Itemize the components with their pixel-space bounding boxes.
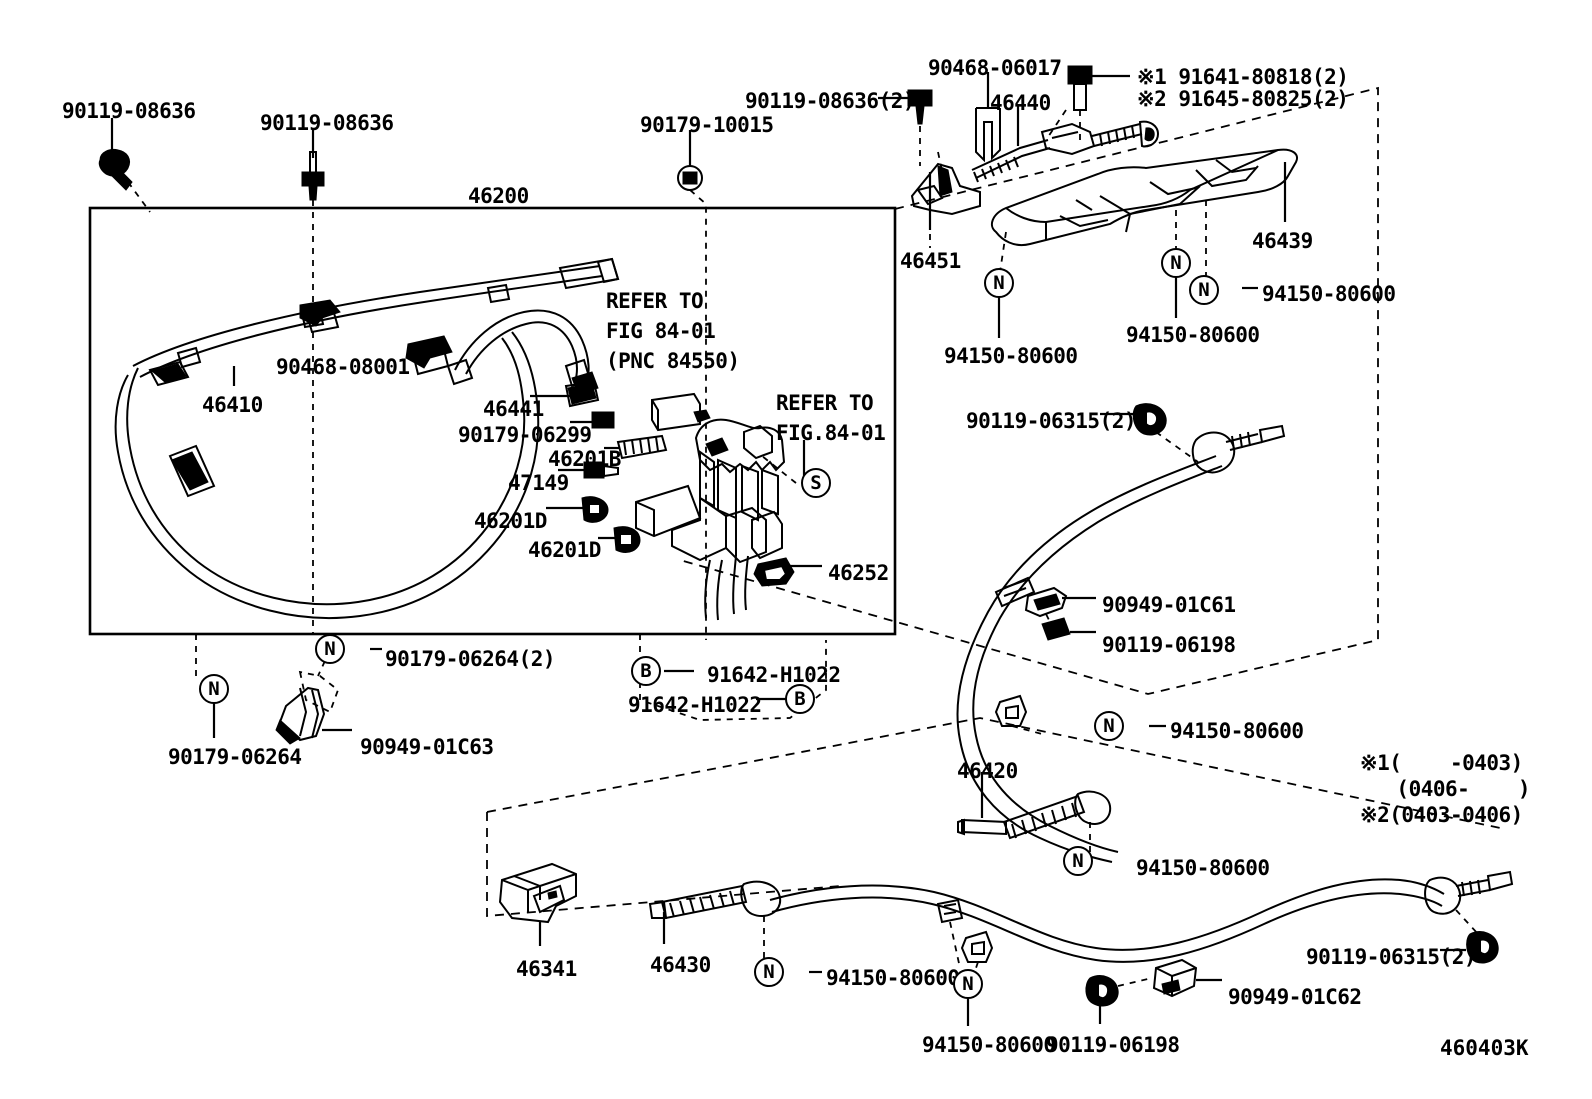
brake-lever-assembly-46200	[635, 418, 786, 621]
marker-letter: S	[810, 471, 822, 494]
part-90179-06264-qty2: 90179-06264(2)	[385, 647, 556, 671]
part-46420: 46420	[957, 759, 1018, 783]
cable-46430	[648, 870, 1514, 1024]
marker-letter: N	[962, 972, 974, 995]
part-glyph-46439	[990, 148, 1298, 278]
part-90119-08636-left: 90119-08636	[62, 99, 196, 123]
marker-letter: N	[1103, 714, 1115, 737]
part-90949-01C61: 90949-01C61	[1102, 593, 1236, 617]
part-94150-80600-e: 94150-80600	[1136, 856, 1270, 880]
fastener-90119-08636-qty2	[878, 89, 947, 191]
marker-letter: N	[1072, 849, 1084, 872]
part-46341: 46341	[516, 957, 577, 981]
marker-letter: N	[993, 271, 1005, 294]
fastener-glyphs-left-column	[530, 380, 668, 553]
part-90119-06198-lower: 90119-06198	[1046, 1033, 1180, 1057]
refer-to-fig-84-01-main: REFER TO FIG 84-01 (PNC 84550)	[606, 289, 740, 373]
part-46201B: 46201B	[548, 447, 621, 471]
part-90179-06299: 90179-06299	[458, 423, 592, 447]
part-46252: 46252	[828, 561, 889, 585]
refer-to-fig-84-01-secondary: REFER TO FIG.84-01	[776, 391, 886, 445]
part-47149: 47149	[508, 471, 569, 495]
marker-letter: N	[1198, 278, 1210, 301]
cable-46420	[956, 403, 1286, 863]
callout-region-91642	[639, 634, 827, 721]
marker-letter: N	[208, 677, 220, 700]
marker-n-1: N	[984, 268, 1014, 298]
part-91645-80825: ※2 91645-80825(2)	[1137, 87, 1349, 111]
marker-n-6: N	[1094, 711, 1124, 741]
part-90179-10015: 90179-10015	[640, 113, 774, 137]
part-glyph-90468-06017	[975, 72, 1001, 163]
part-glyph-84550	[651, 392, 711, 432]
marker-b-2: B	[785, 684, 815, 714]
marker-n-2: N	[1161, 248, 1191, 278]
part-46410: 46410	[202, 393, 263, 417]
fastener-90119-08636-left	[98, 118, 151, 213]
part-94150-80600-b: 94150-80600	[1126, 323, 1260, 347]
part-46201D-b: 46201D	[528, 538, 601, 562]
part-90179-06264: 90179-06264	[168, 745, 302, 769]
part-94150-80600-g: 94150-80600	[922, 1033, 1056, 1057]
exploded-callout-region-upper	[679, 86, 1379, 695]
part-90119-08636-mid: 90119-08636	[260, 111, 394, 135]
marker-n-8: N	[754, 957, 784, 987]
leader-lines	[212, 276, 1258, 1026]
marker-n-9: N	[953, 969, 983, 999]
part-91642-H1022-b: 91642-H1022	[628, 693, 762, 717]
part-94150-80600-f: 94150-80600	[826, 966, 960, 990]
cable-46410	[114, 257, 620, 619]
part-glyph-46440	[971, 104, 1160, 183]
part-46441: 46441	[483, 397, 544, 421]
part-94150-80600-a: 94150-80600	[1262, 282, 1396, 306]
part-90949-01C62: 90949-01C62	[1228, 985, 1362, 1009]
part-glyph-46451	[910, 162, 981, 248]
part-90119-06315-lower: 90119-06315(2)	[1306, 945, 1477, 969]
part-46439: 46439	[1252, 229, 1313, 253]
fastener-90179-10015	[677, 130, 707, 640]
marker-letter: B	[794, 687, 806, 710]
marker-n-7: N	[1063, 846, 1093, 876]
part-91641-80818: ※1 91641-80818(2)	[1137, 65, 1349, 89]
part-90119-08636-qty2: 90119-08636(2)	[745, 89, 916, 113]
note-mark1-line2: (0406- )	[1360, 777, 1531, 801]
exploded-callout-region-lower	[486, 717, 1501, 917]
part-90119-06198-upper: 90119-06198	[1102, 633, 1236, 657]
marker-n-4: N	[199, 674, 229, 704]
part-46430: 46430	[650, 953, 711, 977]
part-94150-80600-d: 94150-80600	[1170, 719, 1304, 743]
note-mark2-line1: ※2(0403-0406)	[1360, 803, 1523, 827]
part-glyph-90949-01C63	[195, 634, 352, 745]
marker-b-1: B	[631, 656, 661, 686]
marker-letter: N	[1170, 251, 1182, 274]
part-91642-H1022-a: 91642-H1022	[707, 663, 841, 687]
part-90119-06315-upper: 90119-06315(2)	[966, 409, 1137, 433]
cable-branch-inner	[405, 309, 599, 395]
part-glyph-46341	[498, 862, 577, 946]
part-46440: 46440	[990, 91, 1051, 115]
group-frame-46200	[88, 206, 897, 636]
fastener-90119-08636-mid	[301, 128, 325, 634]
marker-letter: N	[763, 960, 775, 983]
part-90949-01C63: 90949-01C63	[360, 735, 494, 759]
part-90468-08001: 90468-08001	[276, 355, 410, 379]
marker-letter: N	[324, 637, 336, 660]
assembly-46200: 46200	[468, 184, 529, 208]
marker-n-3: N	[1189, 275, 1219, 305]
part-glyph-46252	[753, 557, 795, 587]
part-90468-06017: 90468-06017	[928, 56, 1062, 80]
part-94150-80600-c: 94150-80600	[944, 344, 1078, 368]
marker-letter: B	[640, 659, 652, 682]
marker-s-1: S	[801, 468, 831, 498]
note-mark1-line1: ※1( -0403)	[1360, 751, 1523, 775]
drawing-number: 460403K	[1440, 1036, 1529, 1060]
part-46201D-a: 46201D	[474, 509, 547, 533]
marker-n-5: N	[315, 634, 345, 664]
part-46451: 46451	[900, 249, 961, 273]
fastener-91641-91645	[1045, 65, 1130, 142]
